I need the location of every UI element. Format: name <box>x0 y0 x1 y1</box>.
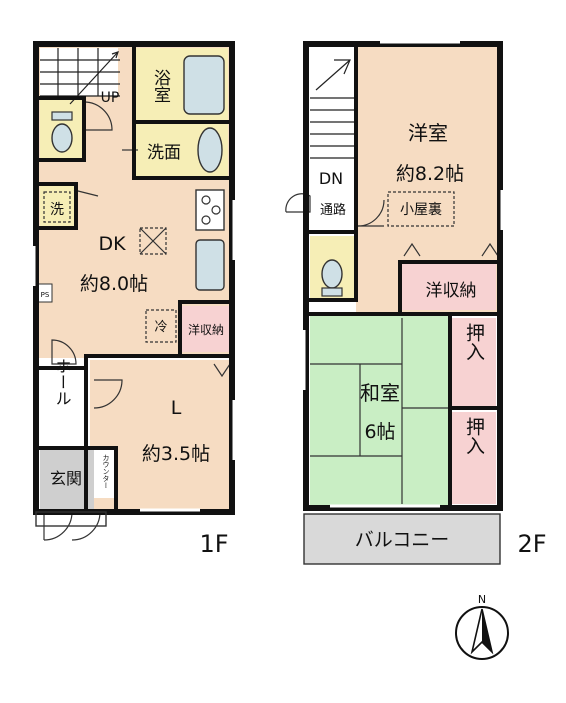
floor-2-label: 2F <box>517 530 546 558</box>
japanese-room-label: 和室 <box>360 381 400 405</box>
toilet-1f <box>51 123 73 153</box>
balcony-label: バルコニー <box>355 529 450 551</box>
hall-floor <box>40 372 82 448</box>
windows-2f <box>302 40 504 508</box>
washroom-label: 洗面 <box>147 143 181 163</box>
dk-vent-icon <box>139 227 167 255</box>
compass: N <box>455 593 509 660</box>
floor-1-label: 1F <box>199 530 228 558</box>
toilet-2f <box>321 259 343 289</box>
western-area-label: 約8.2帖 <box>396 163 464 185</box>
burner-3 <box>201 215 211 225</box>
closet-2-label: 押入 <box>463 417 485 455</box>
dn-label: DN <box>319 169 343 188</box>
compass-needle-fill <box>482 609 492 652</box>
entrance-step <box>35 511 107 527</box>
toilet-tank-2f <box>321 287 343 297</box>
living-label: L <box>171 397 182 419</box>
japanese-area-label: 6帖 <box>364 421 395 443</box>
labels: 浴室 UP 洗面 洗 DK 約8.0帖 PS 冷 洋収納 ホール L 約3.5帖… <box>41 69 547 558</box>
closet-2-floor <box>452 412 496 504</box>
up-label: UP <box>101 90 120 106</box>
dk-label: DK <box>98 233 126 255</box>
hall-label: ホール <box>53 358 72 406</box>
compass-arrows-2f <box>403 242 499 257</box>
walls-2f <box>303 41 503 511</box>
compass-north-label: N <box>478 593 486 606</box>
windows-1f <box>32 200 236 512</box>
floor-1 <box>32 41 236 541</box>
fridge-label: 冷 <box>154 320 167 335</box>
bath-label: 浴室 <box>150 69 171 103</box>
counter-label: カウンター <box>102 454 110 489</box>
closet-1-floor <box>452 318 496 406</box>
stove <box>195 189 225 231</box>
passage-label: 通路 <box>320 202 346 218</box>
attic-label: 小屋裏 <box>400 201 442 218</box>
washbasin <box>197 127 223 173</box>
kitchen-sink <box>195 239 225 291</box>
ps-label: PS <box>41 291 50 299</box>
toilet-tank-1f <box>51 111 73 121</box>
fridge-spot <box>145 309 177 343</box>
counter-floor <box>94 450 114 498</box>
floor-2 <box>285 40 504 565</box>
laundry-spot <box>43 191 71 223</box>
entrance-label: 玄関 <box>50 469 82 488</box>
burner-1 <box>201 195 211 205</box>
bathtub <box>183 55 225 115</box>
walls-1f <box>33 41 235 515</box>
western-room-label: 洋室 <box>408 121 448 145</box>
attic-hatch <box>387 191 455 227</box>
laundry-label: 洗 <box>50 202 64 218</box>
storage-floor <box>182 306 230 352</box>
closet-1-label: 押入 <box>463 323 485 361</box>
living-area-label: 約3.5帖 <box>142 443 210 465</box>
western-storage-floor <box>402 264 496 310</box>
storage-1f-label: 洋収納 <box>188 322 224 337</box>
japanese-room-floor <box>310 316 450 506</box>
interior-walls-2f <box>304 42 502 510</box>
burner-2 <box>211 205 221 215</box>
dk-area-label: 約8.0帖 <box>80 273 148 295</box>
staircase-2f <box>310 59 354 159</box>
tatami-lines <box>310 318 450 504</box>
balcony-floor <box>303 513 501 565</box>
western-storage-label: 洋収納 <box>426 281 477 301</box>
laundry-floor <box>40 186 74 226</box>
interior-walls-1f <box>34 42 234 514</box>
